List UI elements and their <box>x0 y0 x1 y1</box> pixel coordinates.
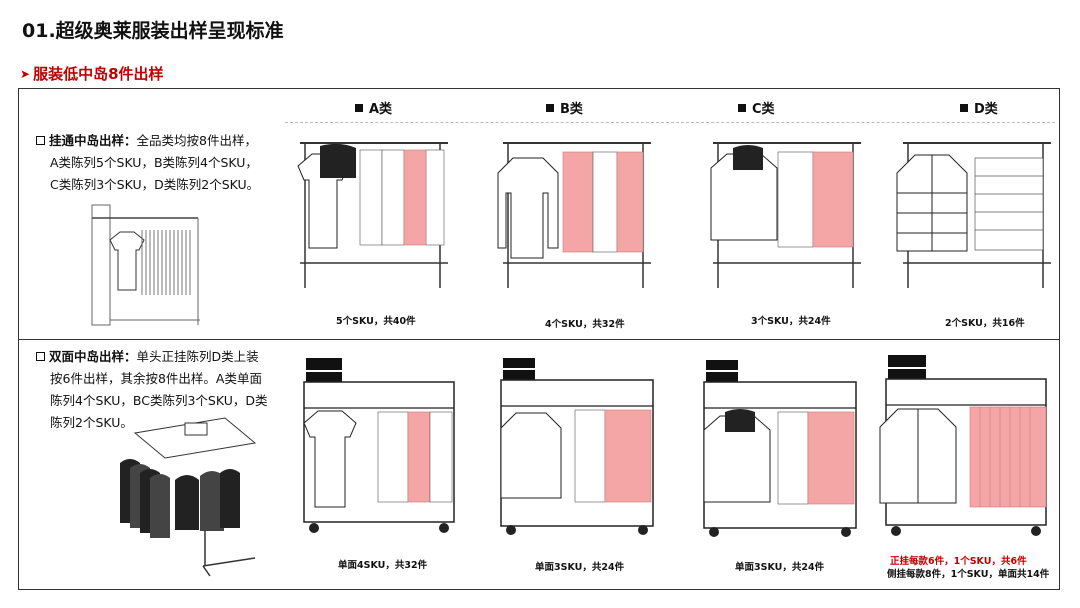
island-a-illustration <box>303 358 455 533</box>
square-bullet-icon <box>546 103 554 112</box>
caption-row1-b: 4个SKU，共32件 <box>545 319 625 330</box>
square-bullet-icon <box>960 103 968 112</box>
category-header-a: A类 <box>355 98 392 117</box>
arrow-icon: ➤ <box>20 66 31 81</box>
caption-row2-d-side: 侧挂每款8件，1个SKU，单面共14件 <box>887 569 1050 580</box>
row2-description: 双面中岛出样：单头正挂陈列D类上装 按6件出样，其余按8件出样。A类单面 陈列4… <box>36 346 284 434</box>
header-dashed-line <box>285 122 1055 123</box>
rack-thumbnail-illustration <box>91 204 200 326</box>
row-divider <box>18 339 1060 340</box>
page-title: 01.超级奥莱服装出样呈现标准 <box>22 20 284 42</box>
rack-d-illustration <box>896 142 1051 288</box>
rack-a-illustration <box>297 142 448 288</box>
section-title: ➤ 服装低中岛8件出样 <box>20 63 164 84</box>
caption-row2-b: 单面3SKU，共24件 <box>535 562 625 573</box>
rack-b-illustration <box>497 142 651 288</box>
island-b-illustration <box>500 358 654 535</box>
double-sided-island-thumbnail <box>120 417 257 577</box>
caption-row1-d: 2个SKU，共16件 <box>945 318 1025 329</box>
island-d-illustration <box>879 355 1047 536</box>
category-header-b: B类 <box>546 98 583 117</box>
caption-row1-a: 5个SKU，共40件 <box>336 316 416 327</box>
square-bullet-icon <box>738 103 746 112</box>
category-header-c: C类 <box>738 98 775 117</box>
caption-row2-a: 单面4SKU，共32件 <box>338 560 428 571</box>
rack-c-illustration <box>710 142 861 288</box>
section-title-text: 服装低中岛8件出样 <box>33 65 164 83</box>
row1-description: 挂通中岛出样：全品类均按8件出样， A类陈列5个SKU，B类陈列4个SKU， C… <box>36 130 281 196</box>
caption-row2-c: 单面3SKU，共24件 <box>735 562 825 573</box>
checkbox-icon <box>36 136 45 145</box>
caption-row1-c: 3个SKU，共24件 <box>751 316 831 327</box>
caption-row2-d-front: 正挂每款6件，1个SKU，共6件 <box>890 556 1027 567</box>
checkbox-icon <box>36 352 45 361</box>
island-c-illustration <box>703 360 857 537</box>
square-bullet-icon <box>355 103 363 112</box>
category-header-d: D类 <box>960 98 998 117</box>
